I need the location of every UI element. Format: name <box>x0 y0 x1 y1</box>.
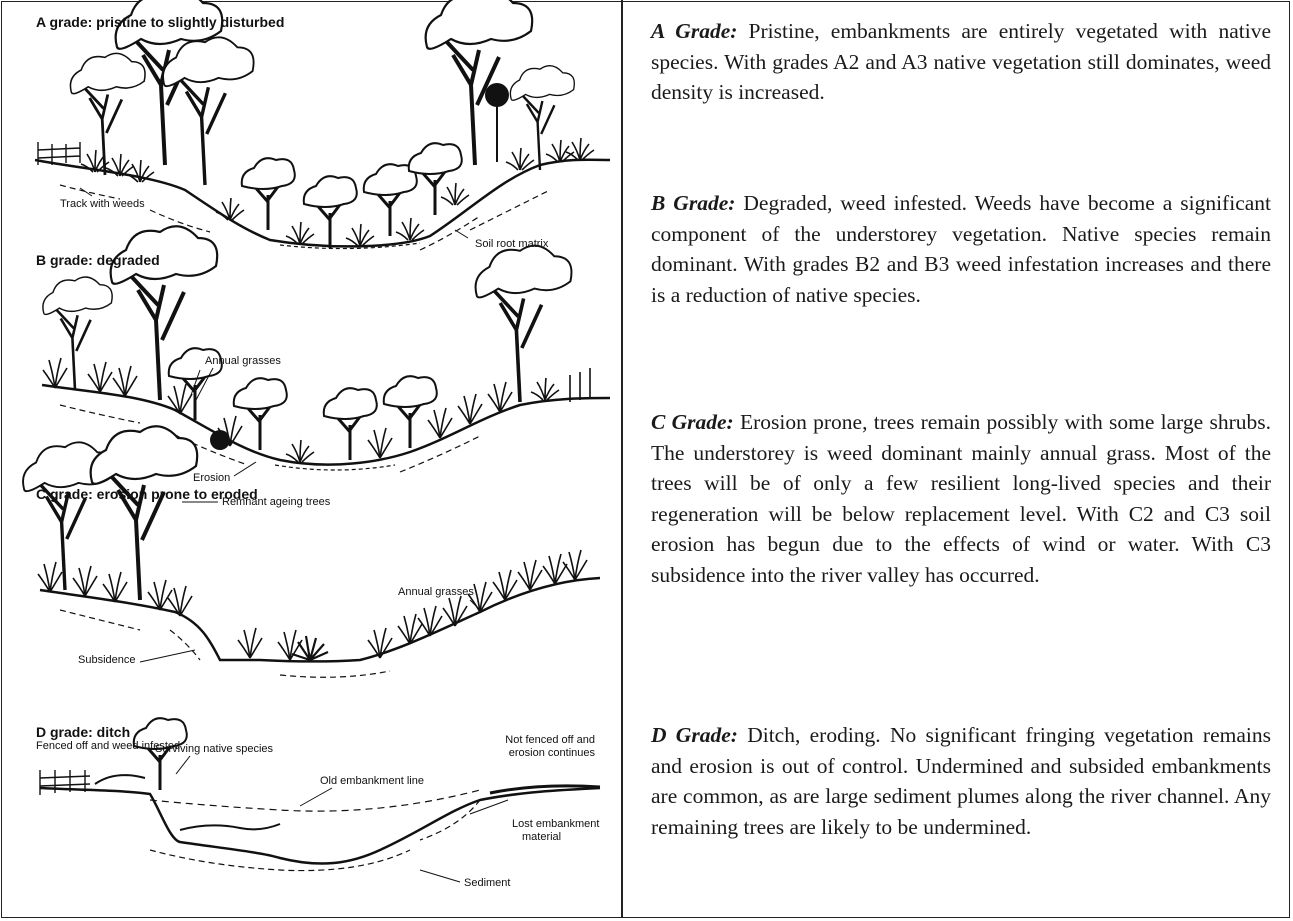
column-divider <box>621 0 623 917</box>
panel-c-label-annual-grasses: Annual grasses <box>398 586 474 599</box>
panel-a-illustration <box>35 0 610 250</box>
panel-b-label-annual-grasses: Annual grasses <box>205 355 281 368</box>
panel-a-label-soil-root-matrix: Soil root matrix <box>475 238 548 251</box>
panel-d-label-sediment: Sediment <box>464 877 510 890</box>
panel-d-label-surviving-native-species: Surviving native species <box>155 743 273 756</box>
panel-d-title: D grade: ditch <box>36 724 130 740</box>
grade-a-heading: A Grade: <box>651 19 737 43</box>
grade-b-text: Degraded, weed infested. Weeds have beco… <box>651 191 1271 307</box>
grade-d-heading: D Grade: <box>651 723 738 747</box>
panel-d-label-not-fenced-off-line2: erosion continues <box>485 747 595 760</box>
panel-b-title: B grade: degraded <box>36 252 160 268</box>
grade-c-description: C Grade: Erosion prone, trees remain pos… <box>651 407 1271 590</box>
panel-d-label-old-embankment-line: Old embankment line <box>320 775 424 788</box>
grade-b-description: B Grade: Degraded, weed infested. Weeds … <box>651 188 1271 310</box>
grade-a-description: A Grade: Pristine, embankments are entir… <box>651 16 1271 108</box>
grade-d-description: D Grade: Ditch, eroding. No significant … <box>651 720 1271 842</box>
panel-d-label-lost-embankment-line2: material <box>522 831 561 844</box>
grade-diagram-column: A grade: pristine to slightly disturbed … <box>0 0 621 917</box>
panel-a-label-track-with-weeds: Track with weeds <box>60 198 145 211</box>
grade-c-heading: C Grade: <box>651 410 734 434</box>
embankment-illustrations <box>0 0 621 917</box>
panel-b-label-erosion: Erosion <box>193 472 230 485</box>
grade-c-text: Erosion prone, trees remain possibly wit… <box>651 410 1271 587</box>
panel-c-label-subsidence: Subsidence <box>78 654 136 667</box>
grade-d-text: Ditch, eroding. No significant fringing … <box>651 723 1271 839</box>
grade-a-text: Pristine, embankments are entirely veget… <box>651 19 1271 104</box>
panel-c-label-remnant-ageing-trees: Remnant ageing trees <box>222 496 330 509</box>
grade-b-heading: B Grade: <box>651 191 735 215</box>
panel-d-label-not-fenced-off-line1: Not fenced off and <box>495 734 595 747</box>
panel-d-label-lost-embankment-line1: Lost embankment <box>512 818 599 831</box>
panel-a-title: A grade: pristine to slightly disturbed <box>36 14 284 30</box>
